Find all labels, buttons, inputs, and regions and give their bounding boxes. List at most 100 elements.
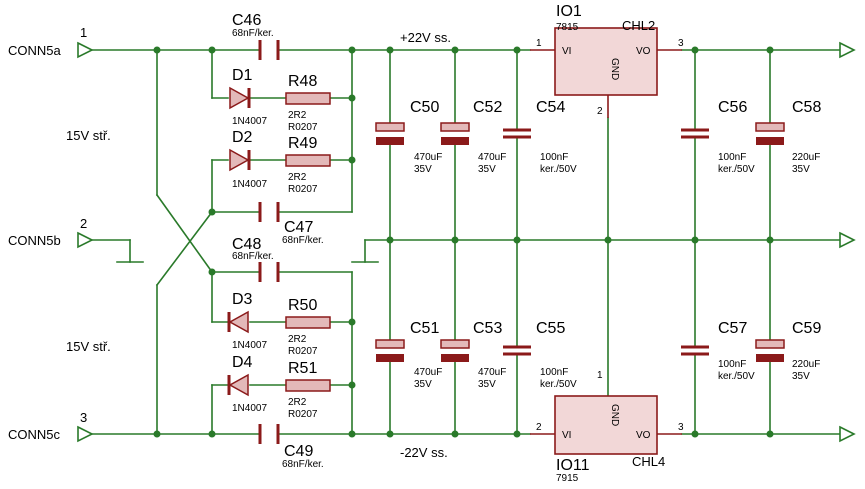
c53-val: 470uF: [478, 367, 506, 378]
input-capacitor-symbols: [258, 40, 280, 444]
c58-volt: 35V: [792, 164, 810, 175]
c54-volt: ker./50V: [540, 164, 577, 175]
conn5c-arrow-icon: [77, 425, 94, 443]
ac-label-lower: 15V stř.: [66, 339, 111, 354]
junction-dots: [153, 46, 774, 438]
io11-pin-out: 3: [678, 422, 684, 433]
c53-ref: C53: [473, 320, 502, 337]
io1-gnd: GND: [609, 58, 620, 80]
c54-val: 100nF: [540, 152, 568, 163]
d4-val: 1N4007: [232, 403, 267, 414]
conn5a-label: CONN5a: [8, 43, 62, 58]
filter-capacitor-symbols: [375, 122, 785, 362]
io1-ref: IO1: [556, 3, 582, 20]
c58-ref: C58: [792, 99, 821, 116]
c46-ref: C46: [232, 12, 261, 29]
io1-vi: VI: [562, 46, 571, 57]
io11-net: CHL4: [632, 454, 665, 469]
r50-ref: R50: [288, 297, 317, 314]
wires: [91, 49, 841, 435]
c59-ref: C59: [792, 320, 821, 337]
r49-ref: R49: [288, 135, 317, 152]
r48-val: 2R2: [288, 110, 307, 121]
io11-gnd: GND: [609, 404, 620, 426]
r51-val: 2R2: [288, 397, 307, 408]
c51-volt: 35V: [414, 379, 432, 390]
io11-pin-in: 2: [536, 422, 542, 433]
io1-net: CHL2: [622, 18, 655, 33]
rail-pos-label: +22V ss.: [400, 30, 451, 45]
r49-pkg: R0207: [288, 184, 318, 195]
c52-ref: C52: [473, 99, 502, 116]
r48-ref: R48: [288, 73, 317, 90]
c55-ref: C55: [536, 320, 565, 337]
c48-ref: C48: [232, 236, 261, 253]
c49-ref: C49: [284, 443, 313, 460]
regulator-ic1: [530, 27, 682, 118]
c51-ref: C51: [410, 320, 439, 337]
conn5b-label: CONN5b: [8, 233, 61, 248]
c50-volt: 35V: [414, 164, 432, 175]
io1-pin-out: 3: [678, 38, 684, 49]
r50-pkg: R0207: [288, 346, 318, 357]
io11-type: 7915: [556, 473, 579, 484]
c51-val: 470uF: [414, 367, 442, 378]
c47-ref: C47: [284, 219, 313, 236]
d1-ref: D1: [232, 67, 253, 84]
c56-val: 100nF: [718, 152, 746, 163]
d1-val: 1N4007: [232, 116, 267, 127]
c55-val: 100nF: [540, 367, 568, 378]
d3-val: 1N4007: [232, 340, 267, 351]
out-gnd-arrow-icon: [839, 231, 856, 249]
conn5b-pin: 2: [80, 216, 87, 231]
r48-pkg: R0207: [288, 122, 318, 133]
r51-ref: R51: [288, 360, 317, 377]
conn5c-pin: 3: [80, 410, 87, 425]
c56-ref: C56: [718, 99, 747, 116]
rail-neg-label: -22V ss.: [400, 445, 448, 460]
c50-val: 470uF: [414, 152, 442, 163]
io11-ref: IO11: [556, 457, 590, 474]
io1-type: 7815: [556, 22, 579, 33]
io1-vo: VO: [636, 46, 651, 57]
c48-val: 68nF/ker.: [232, 251, 274, 262]
io11-vi: VI: [562, 430, 571, 441]
conn5c-label: CONN5c: [8, 427, 61, 442]
c59-val: 220uF: [792, 359, 820, 370]
c54-ref: C54: [536, 99, 565, 116]
d2-ref: D2: [232, 129, 253, 146]
c50-ref: C50: [410, 99, 439, 116]
r50-val: 2R2: [288, 334, 307, 345]
out-neg-arrow-icon: [839, 425, 856, 443]
ac-label-upper: 15V stř.: [66, 128, 111, 143]
c53-volt: 35V: [478, 379, 496, 390]
c55-volt: ker./50V: [540, 379, 577, 390]
c46-val: 68nF/ker.: [232, 28, 274, 39]
connector-arrows: [77, 41, 856, 443]
io11-vo: VO: [636, 430, 651, 441]
diode-symbols: [227, 86, 251, 397]
conn5a-arrow-icon: [77, 41, 94, 59]
r49-val: 2R2: [288, 172, 307, 183]
c52-volt: 35V: [478, 164, 496, 175]
c58-val: 220uF: [792, 152, 820, 163]
r51-pkg: R0207: [288, 409, 318, 420]
c52-val: 470uF: [478, 152, 506, 163]
conn5b-arrow-icon: [77, 231, 94, 249]
io1-pin-gnd: 2: [597, 106, 603, 117]
out-pos-arrow-icon: [839, 41, 856, 59]
resistor-symbols: [285, 92, 331, 392]
conn5a-pin: 1: [80, 25, 87, 40]
io11-pin-gnd: 1: [597, 370, 603, 381]
c57-ref: C57: [718, 320, 747, 337]
d4-ref: D4: [232, 354, 253, 371]
c59-volt: 35V: [792, 371, 810, 382]
c56-volt: ker./50V: [718, 164, 755, 175]
regulator-ic11: [530, 395, 682, 455]
io1-pin-in: 1: [536, 38, 542, 49]
c57-volt: ker./50V: [718, 371, 755, 382]
c57-val: 100nF: [718, 359, 746, 370]
d3-ref: D3: [232, 291, 253, 308]
c47-val: 68nF/ker.: [282, 235, 324, 246]
